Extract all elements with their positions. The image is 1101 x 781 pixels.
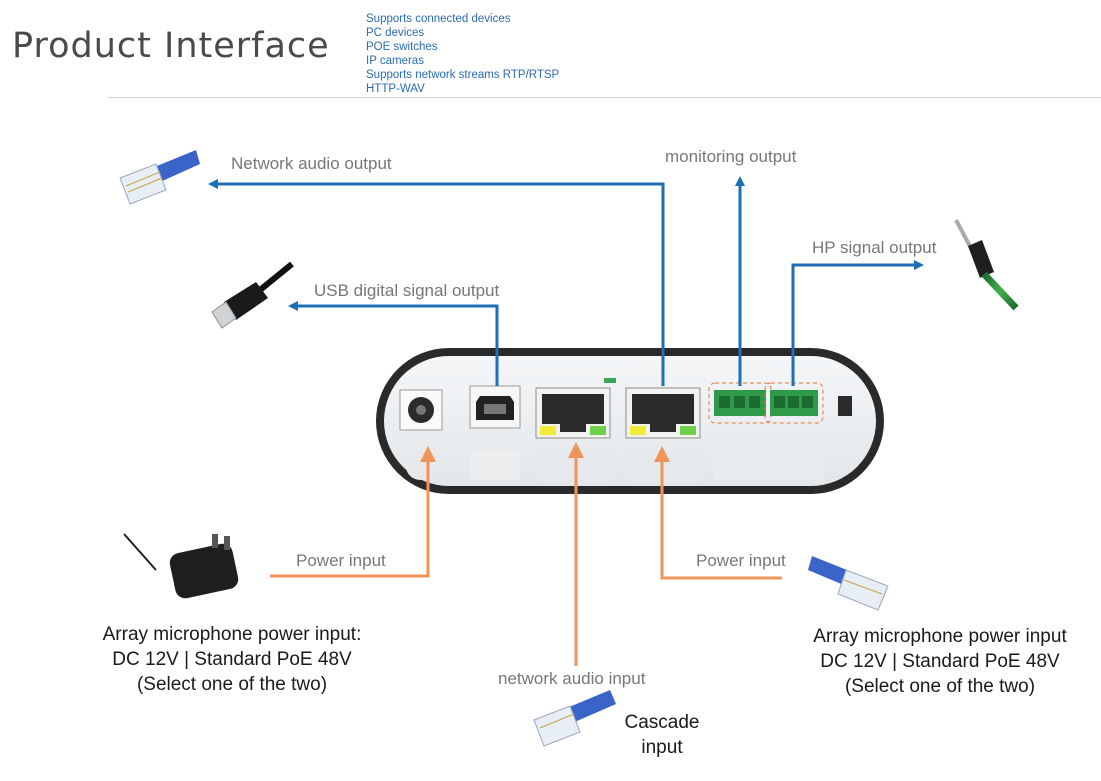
audio-jack-cable-icon: [954, 219, 1019, 311]
caption-line: (Select one of the two): [136, 674, 328, 695]
power-input-label-right: Power input: [696, 551, 786, 570]
caption-line: Cascade: [624, 712, 700, 733]
rj45-cable-icon-right: [808, 556, 889, 611]
caption-line: DC 12V | Standard PoE 48V: [820, 651, 1060, 672]
supported-item: HTTP-WAV: [366, 83, 425, 95]
supported-item: POE switches: [366, 41, 438, 53]
supported-item: Supports network streams RTP/RTSP: [366, 69, 560, 81]
network-audio-input-label: network audio input: [498, 669, 646, 688]
header-divider: [108, 97, 1101, 98]
caption-line: DC 12V | Standard PoE 48V: [112, 649, 352, 670]
supported-item: Supports connected devices: [366, 13, 511, 25]
usb-b-cable-icon: [211, 261, 294, 329]
power-adapter-icon: [123, 533, 239, 599]
caption-line: (Select one of the two): [844, 676, 1036, 697]
caption-line: input: [641, 737, 683, 758]
hp-signal-output-label: HP signal output: [812, 238, 937, 257]
status-led: [604, 378, 616, 383]
usb-b-port: [469, 385, 521, 429]
cascade-input-caption: Cascade input: [612, 710, 712, 760]
supported-devices-list: Supports connected devices PC devices PO…: [366, 12, 559, 96]
rj45-port-right: [625, 387, 701, 439]
network-audio-output-arrow: [208, 179, 665, 386]
caption-line: Array microphone power input: [813, 626, 1067, 647]
power-input-arrow-right: [660, 456, 782, 580]
caption-line: Array microphone power input:: [102, 624, 362, 645]
left-power-caption: Array microphone power input: DC 12V | S…: [62, 622, 402, 697]
dc-power-jack: [399, 389, 443, 431]
page-title: Product Interface: [12, 26, 330, 66]
hp-output-arrow: [791, 260, 924, 386]
power-input-arrow-left: [270, 456, 430, 578]
monitoring-output-label: monitoring output: [665, 147, 797, 166]
rj45-cable-icon: [119, 150, 200, 205]
terminal-block-hp: [764, 382, 824, 424]
rj45-cable-icon-bottom: [533, 690, 616, 747]
power-input-label-left: Power input: [296, 551, 386, 570]
rj45-port-left: [535, 387, 611, 439]
usb-output-label: USB digital signal output: [314, 281, 500, 300]
usb-output-arrow: [288, 301, 499, 386]
terminal-block-monitoring: [708, 382, 772, 424]
supported-item: PC devices: [366, 27, 425, 39]
right-power-caption: Array microphone power input DC 12V | St…: [770, 624, 1101, 699]
supported-item: IP cameras: [366, 55, 424, 67]
reset-button: [838, 396, 852, 416]
network-audio-output-label: Network audio output: [231, 154, 392, 173]
